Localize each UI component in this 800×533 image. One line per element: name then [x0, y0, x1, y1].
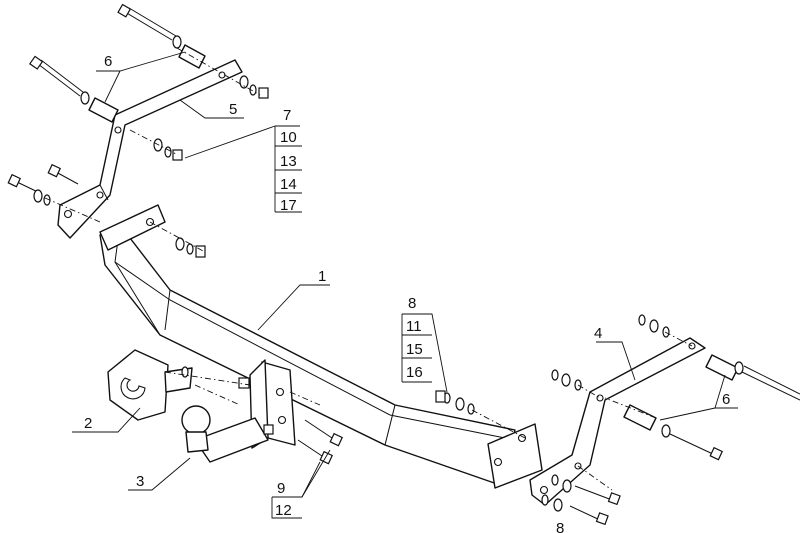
callout-7: 7: [283, 107, 291, 124]
callout-15: 15: [406, 341, 423, 358]
callout-13: 13: [280, 153, 297, 170]
callout-9: 9: [277, 480, 285, 497]
callout-11: 11: [406, 318, 422, 335]
callout-14: 14: [280, 176, 297, 193]
assembly-centerlines: [44, 47, 693, 491]
spacer-tubes: [88, 44, 739, 431]
leader-lines: [72, 51, 738, 519]
callout-12: 12: [275, 502, 292, 519]
left-bracket: [57, 59, 243, 239]
callout-10: 10: [280, 129, 297, 146]
callout-17: 17: [280, 197, 297, 214]
callout-1: 1: [318, 268, 326, 285]
callout-2: 2: [84, 415, 92, 432]
tow-ball-mount: [181, 405, 269, 463]
callout-3: 3: [136, 473, 144, 490]
socket-bracket: [107, 349, 193, 421]
callout-4: 4: [594, 325, 602, 342]
callout-labels: 1 2 3 4 5 6 6 7 10 13 14 17 8 11 15 16 9…: [84, 53, 730, 533]
callout-6-right: 6: [722, 391, 730, 408]
bolts: [7, 3, 800, 526]
callout-16: 16: [406, 364, 423, 381]
crossbar-beam: [99, 204, 543, 489]
callout-8-bottom: 8: [556, 520, 564, 533]
callout-6-top: 6: [104, 53, 112, 70]
callout-5: 5: [229, 101, 237, 118]
callout-8: 8: [408, 295, 416, 312]
